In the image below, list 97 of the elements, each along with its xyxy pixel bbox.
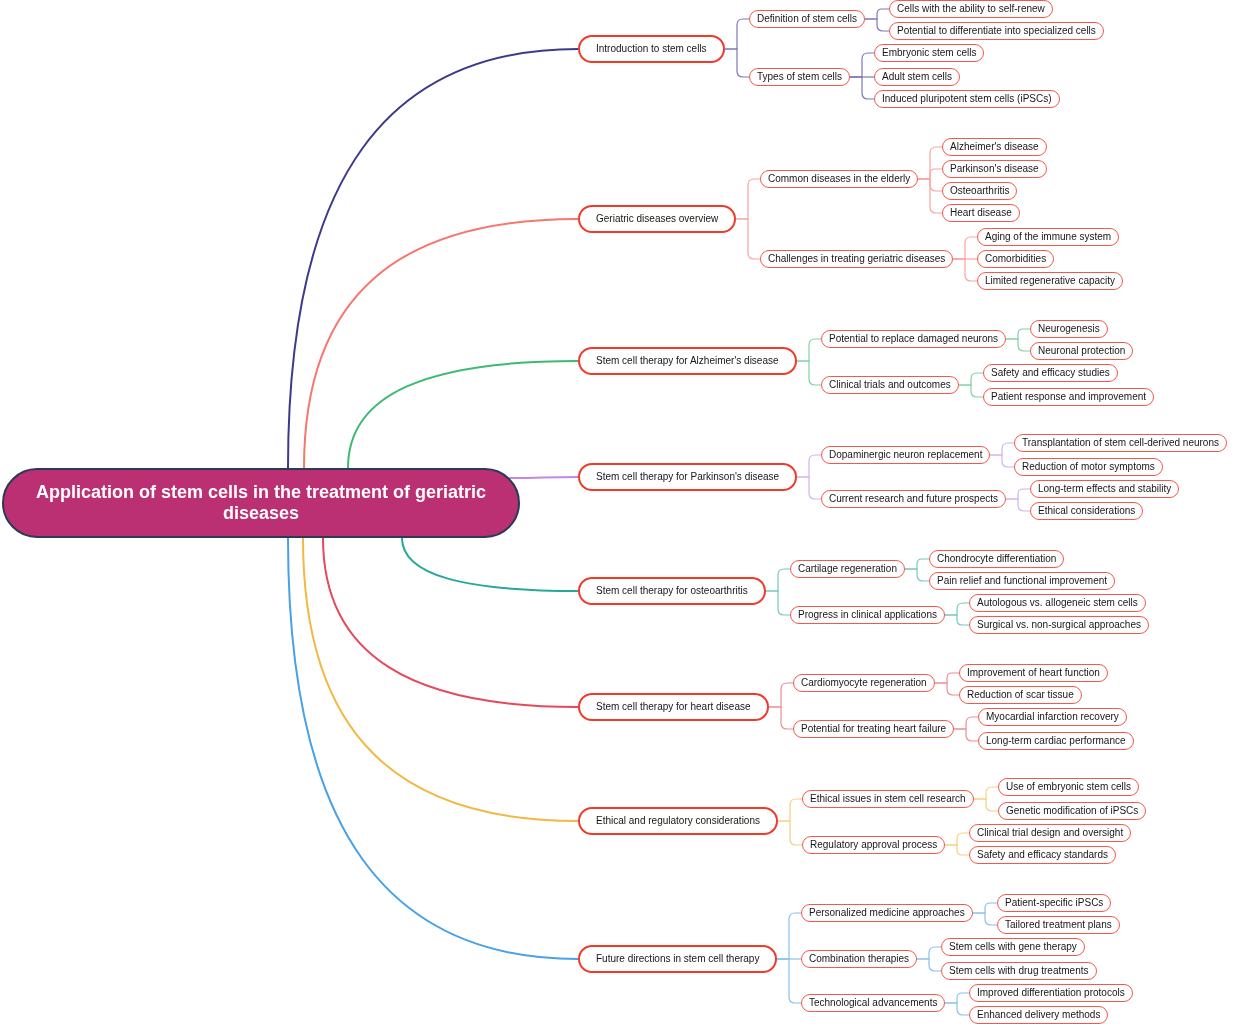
main-topic-node: Stem cell therapy for Alzheimer's disease — [578, 347, 797, 375]
detail-topic-node: Myocardial infarction recovery — [978, 708, 1127, 726]
detail-topic-node: Enhanced delivery methods — [969, 1006, 1109, 1024]
connector-line — [768, 706, 794, 730]
detail-topic-node: Limited regenerative capacity — [977, 272, 1124, 290]
detail-topic-node: Surgical vs. non-surgical approaches — [969, 616, 1149, 634]
connector-line — [944, 844, 970, 856]
connector-line — [958, 384, 984, 398]
detail-topic-node: Safety and efficacy standards — [969, 846, 1116, 864]
detail-topic-node: Heart disease — [942, 204, 1020, 222]
detail-topic-node: Reduction of motor symptoms — [1014, 458, 1163, 476]
detail-topic-node: Long-term cardiac performance — [978, 732, 1134, 750]
connector-line — [917, 178, 943, 214]
subtopic-node: Potential to replace damaged neurons — [821, 330, 1006, 348]
connector-line — [796, 360, 822, 386]
detail-topic-node: Stem cells with gene therapy — [941, 938, 1085, 956]
detail-topic-node: Reduction of scar tissue — [959, 686, 1082, 704]
connector-line — [287, 537, 579, 960]
connector-line — [401, 537, 579, 592]
main-topic-node: Future directions in stem cell therapy — [578, 945, 778, 973]
detail-topic-node: Potential to differentiate into specialized cells — [889, 22, 1104, 40]
main-topic-node: Introduction to stem cells — [578, 35, 725, 63]
detail-topic-node: Adult stem cells — [874, 68, 961, 86]
subtopic-node: Personalized medicine approaches — [801, 904, 973, 922]
detail-topic-node: Autologous vs. allogeneic stem cells — [969, 594, 1146, 612]
subtopic-node: Common diseases in the elderly — [760, 170, 919, 188]
detail-topic-node: Aging of the immune system — [977, 228, 1120, 246]
main-topic-node: Stem cell therapy for heart disease — [578, 693, 769, 721]
connector-line — [777, 820, 803, 846]
subtopic-node: Types of stem cells — [749, 68, 851, 86]
connector-line — [508, 476, 579, 479]
detail-topic-node: Use of embryonic stem cells — [998, 778, 1140, 796]
main-topic-node: Stem cell therapy for Parkinson's disease — [578, 463, 798, 491]
connector-line — [953, 728, 979, 742]
detail-topic-node: Chondrocyte differentiation — [929, 550, 1065, 568]
connector-line — [1005, 338, 1031, 352]
detail-topic-node: Patient-specific iPSCs — [997, 894, 1112, 912]
subtopic-node: Dopaminergic neuron replacement — [821, 446, 991, 464]
connector-line — [972, 912, 998, 926]
main-topic-node: Ethical and regulatory considerations — [578, 807, 778, 835]
detail-topic-node: Osteoarthritis — [942, 182, 1018, 200]
detail-topic-node: Induced pluripotent stem cells (iPSCs) — [874, 90, 1060, 108]
detail-topic-node: Improved differentiation protocols — [969, 984, 1133, 1002]
subtopic-node: Clinical trials and outcomes — [821, 376, 959, 394]
detail-topic-node: Neurogenesis — [1030, 320, 1108, 338]
detail-topic-node: Patient response and improvement — [983, 388, 1155, 406]
subtopic-node: Cartilage regeneration — [790, 560, 905, 578]
connector-line — [944, 1002, 970, 1016]
detail-topic-node: Stem cells with drug treatments — [941, 962, 1097, 980]
connector-line — [934, 682, 960, 696]
connector-line — [302, 537, 579, 822]
detail-topic-node: Safety and efficacy studies — [983, 364, 1118, 382]
connector-line — [989, 454, 1015, 468]
connector-line — [916, 958, 942, 972]
connector-line — [904, 568, 930, 582]
connector-line — [735, 218, 761, 260]
subtopic-node: Combination therapies — [801, 950, 918, 968]
detail-topic-node: Improvement of heart function — [959, 664, 1108, 682]
connector-line — [765, 590, 791, 616]
subtopic-node: Definition of stem cells — [749, 10, 866, 28]
subtopic-node: Ethical issues in stem cell research — [802, 790, 974, 808]
subtopic-node: Challenges in treating geriatric diseases — [760, 250, 954, 268]
central-topic-node: Application of stem cells in the treatment of geriatric diseases — [2, 468, 520, 538]
detail-topic-node: Ethical considerations — [1030, 502, 1144, 520]
subtopic-node: Current research and future prospects — [821, 490, 1006, 508]
detail-topic-node: Neuronal protection — [1030, 342, 1134, 360]
connector-line — [973, 798, 999, 812]
subtopic-node: Regulatory approval process — [802, 836, 946, 854]
detail-topic-node: Genetic modification of iPSCs — [998, 802, 1147, 820]
connector-line — [952, 258, 978, 282]
subtopic-node: Potential for treating heart failure — [793, 720, 955, 738]
subtopic-node: Technological advancements — [801, 994, 946, 1012]
connector-line — [944, 614, 970, 626]
connector-line — [724, 48, 750, 78]
connector-line — [849, 76, 875, 100]
detail-topic-node: Tailored treatment plans — [997, 916, 1120, 934]
subtopic-node: Progress in clinical applications — [790, 606, 945, 624]
detail-topic-node: Comorbidities — [977, 250, 1055, 268]
connector-line — [864, 18, 890, 32]
detail-topic-node: Alzheimer's disease — [942, 138, 1047, 156]
main-topic-node: Geriatric diseases overview — [578, 205, 737, 233]
connector-line — [322, 537, 579, 708]
detail-topic-node: Pain relief and functional improvement — [929, 572, 1116, 590]
connector-line — [287, 48, 579, 469]
connector-line — [776, 958, 802, 1004]
detail-topic-node: Cells with the ability to self-renew — [889, 0, 1053, 18]
connector-line — [303, 218, 579, 469]
detail-topic-node: Transplantation of stem cell-derived neurons — [1014, 434, 1227, 452]
detail-topic-node: Parkinson's disease — [942, 160, 1047, 178]
connector-line — [1005, 498, 1031, 512]
connector-line — [796, 476, 822, 500]
detail-topic-node: Long-term effects and stability — [1030, 480, 1180, 498]
detail-topic-node: Clinical trial design and oversight — [969, 824, 1132, 842]
detail-topic-node: Embryonic stem cells — [874, 44, 985, 62]
subtopic-node: Cardiomyocyte regeneration — [793, 674, 935, 692]
connector-line — [347, 360, 579, 469]
main-topic-node: Stem cell therapy for osteoarthritis — [578, 577, 766, 605]
